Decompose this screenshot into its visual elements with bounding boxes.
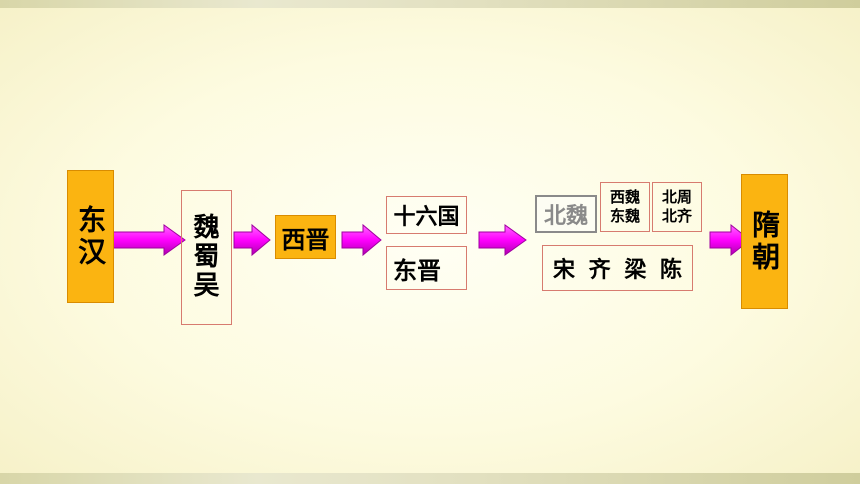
arrow-donghan-to-three-kingdoms xyxy=(107,224,186,256)
beiqi-label: 北齐 xyxy=(661,207,692,225)
arrow-xijin-to-shiliuguo xyxy=(341,223,382,257)
sui-label: 隋朝 xyxy=(748,209,782,274)
xiwei-label: 西魏 xyxy=(609,188,640,207)
xijin-label: 西晋 xyxy=(281,225,330,254)
kingdom-wu: 吴 xyxy=(193,271,220,302)
box-southern-dynasties: 宋 齐 梁 陈 xyxy=(542,245,693,291)
arrow-three-kingdoms-to-xijin xyxy=(233,223,271,257)
box-xijin: 西晋 xyxy=(275,215,336,259)
box-sui: 隋朝 xyxy=(741,174,788,309)
beizhou-label: 北周 xyxy=(661,188,692,207)
box-beiwei: 北魏 xyxy=(535,195,597,233)
bottom-band xyxy=(0,473,860,484)
kingdom-shu: 蜀 xyxy=(193,241,220,272)
box-xiwei-dongwei: 西魏 东魏 xyxy=(600,182,650,232)
donghan-label: 东汉 xyxy=(74,204,108,269)
arrow-to-sui xyxy=(709,223,751,257)
dongjin-label: 东晋 xyxy=(393,256,441,285)
dongwei-label: 东魏 xyxy=(609,207,640,225)
box-beizhou-beiqi: 北周 北齐 xyxy=(652,182,702,232)
shiliuguo-label: 十六国 xyxy=(393,205,460,230)
southern-dynasties-label: 宋 齐 梁 陈 xyxy=(553,258,682,283)
arrow-dongjin-to-nanbeichao xyxy=(478,224,527,256)
kingdom-wei: 魏 xyxy=(193,212,220,243)
top-band xyxy=(0,0,860,8)
beiwei-label: 北魏 xyxy=(543,204,588,229)
box-shiliuguo: 十六国 xyxy=(386,196,467,234)
box-dongjin: 东晋 xyxy=(386,246,467,290)
box-three-kingdoms: 魏 蜀 吴 xyxy=(181,190,232,325)
box-donghan: 东汉 xyxy=(67,170,114,303)
